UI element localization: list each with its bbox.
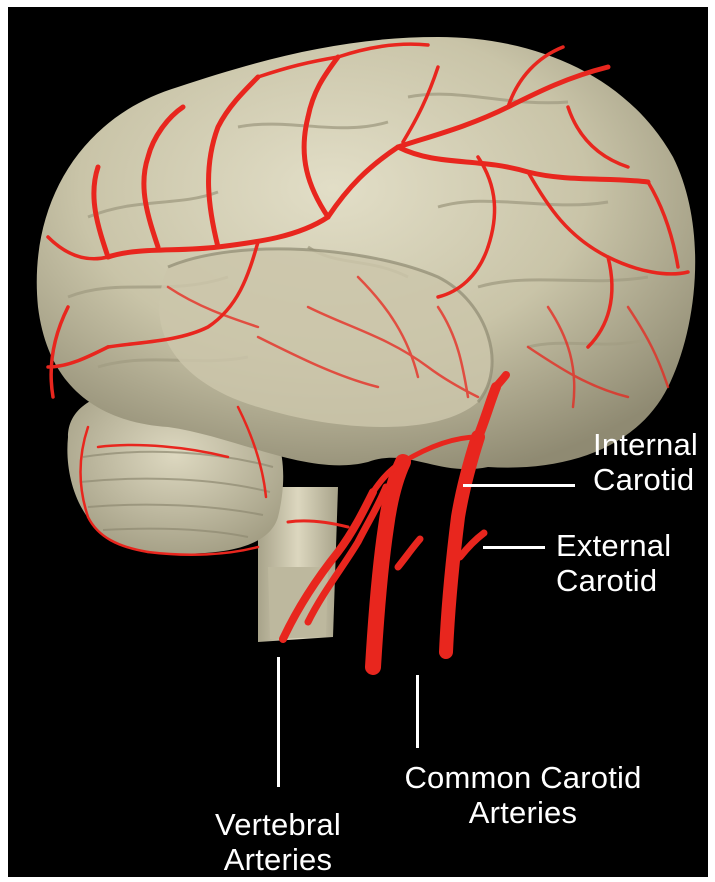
vertebral-label-line1: Vertebral [198, 807, 358, 842]
vertebral-label: Vertebral Arteries [198, 807, 358, 877]
internal-carotid-leader [463, 484, 575, 487]
external-carotid-label: External Carotid [556, 528, 671, 598]
internal-carotid-label-line2: Carotid [593, 462, 698, 497]
vertebral-label-line2: Arteries [198, 842, 358, 877]
common-carotid-label-line1: Common Carotid [393, 760, 653, 795]
common-carotid-label: Common Carotid Arteries [393, 760, 653, 830]
vertebral-leader [277, 657, 280, 787]
internal-carotid-label: Internal Carotid [593, 427, 698, 497]
internal-carotid-label-line1: Internal [593, 427, 698, 462]
illustration-frame: Internal Carotid External Carotid Common… [8, 7, 708, 877]
external-carotid-label-line2: Carotid [556, 563, 671, 598]
common-carotid-label-line2: Arteries [393, 795, 653, 830]
external-carotid-label-line1: External [556, 528, 671, 563]
external-carotid-leader [483, 546, 545, 549]
common-carotid-leader [416, 675, 419, 748]
